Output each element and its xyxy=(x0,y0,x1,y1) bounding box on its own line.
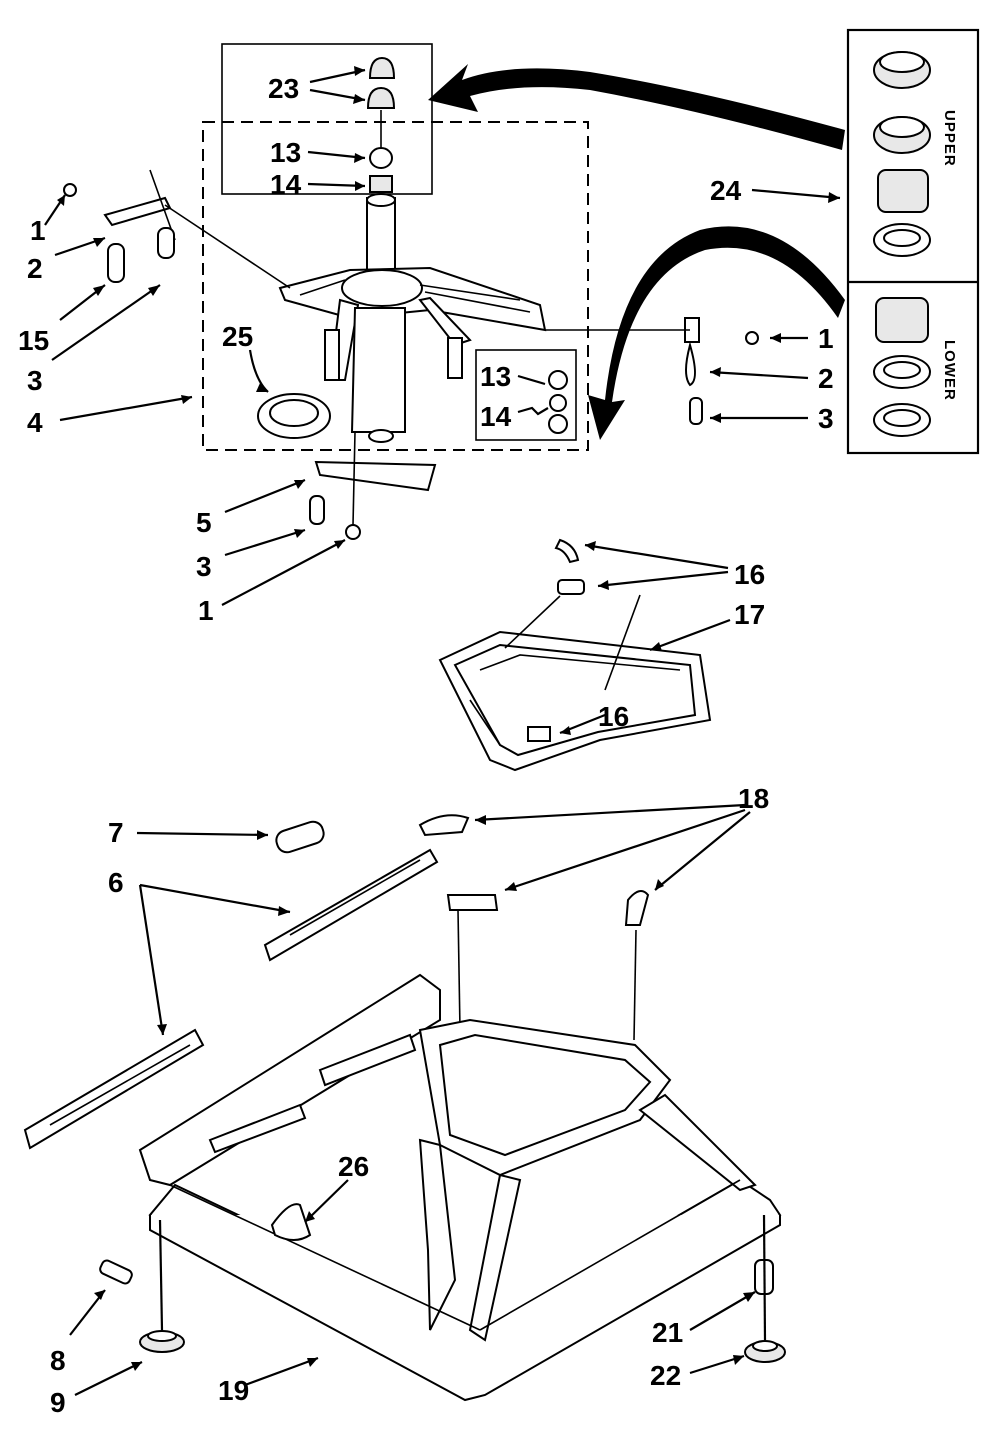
left-bracket-group xyxy=(63,169,291,289)
callout-6: 6 xyxy=(108,867,124,898)
callout-4: 4 xyxy=(27,407,43,438)
part-26-clip xyxy=(270,1203,312,1241)
kit-label-upper: UPPER xyxy=(941,110,958,167)
callout-14-lower: 14 xyxy=(480,401,512,432)
callout-8: 8 xyxy=(50,1345,66,1376)
seal-ring xyxy=(257,393,331,439)
callout-7: 7 xyxy=(108,817,124,848)
callout-1-right: 1 xyxy=(818,323,834,354)
kit-label-lower: LOWER xyxy=(941,340,958,401)
callout-25: 25 xyxy=(222,321,253,352)
kit-lower-parts xyxy=(873,297,931,437)
callout-3-right: 3 xyxy=(818,403,834,434)
callout-2-right: 2 xyxy=(818,363,834,394)
callout-16-top: 16 xyxy=(734,559,765,590)
clip-parts xyxy=(418,814,650,1041)
rail-parts xyxy=(23,820,439,1150)
callout-17: 17 xyxy=(734,599,765,630)
top-detail-box xyxy=(221,43,433,195)
callout-2-left: 2 xyxy=(27,253,43,284)
lower-kit-arrow xyxy=(588,226,845,440)
upper-kit-arrow xyxy=(428,64,845,150)
callout-24: 24 xyxy=(710,175,742,206)
callout-14-top: 14 xyxy=(270,169,302,200)
callout-19: 19 xyxy=(218,1375,249,1406)
callout-1-lower: 1 xyxy=(198,595,214,626)
callout-22: 22 xyxy=(650,1360,681,1391)
callout-26: 26 xyxy=(338,1151,369,1182)
callout-13-lower: 13 xyxy=(480,361,511,392)
base-frame xyxy=(138,973,782,1402)
top-caps-group xyxy=(366,56,396,193)
transmission-assembly xyxy=(278,193,547,443)
lower-bracket-group xyxy=(309,431,437,540)
kit-upper-parts xyxy=(873,51,931,257)
callout-1-left: 1 xyxy=(30,215,46,246)
tub-support-frame xyxy=(438,538,712,772)
callout-15: 15 xyxy=(18,325,49,356)
lower-detail-box xyxy=(475,349,577,441)
callout-16-lower: 16 xyxy=(598,701,629,732)
lower-caps-group xyxy=(548,370,568,434)
callout-21: 21 xyxy=(652,1317,683,1348)
leveling-legs xyxy=(99,1214,786,1363)
callout-9: 9 xyxy=(50,1387,66,1418)
callout-23: 23 xyxy=(268,73,299,104)
callout-13-top: 13 xyxy=(270,137,301,168)
callout-3-left: 3 xyxy=(27,365,43,396)
callout-18: 18 xyxy=(738,783,769,814)
dashed-assembly-box xyxy=(202,121,589,451)
repair-kit-box xyxy=(846,28,980,455)
right-bracket-group xyxy=(545,317,759,425)
callout-3-lower: 3 xyxy=(196,551,212,582)
callout-5: 5 xyxy=(196,507,212,538)
callout-arrowheads xyxy=(57,66,840,1371)
